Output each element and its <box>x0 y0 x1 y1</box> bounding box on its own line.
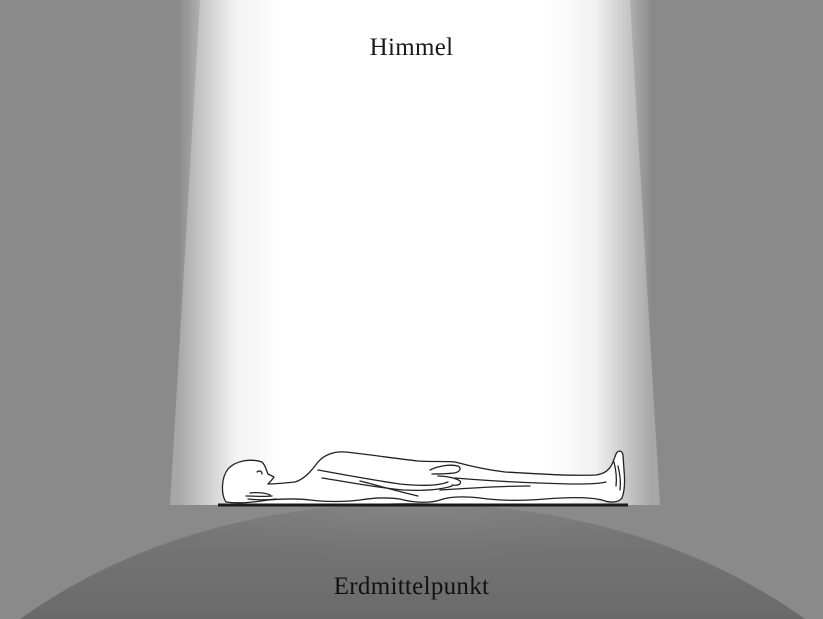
light-beam-glow <box>170 0 660 505</box>
sky-label: Himmel <box>0 35 823 60</box>
earth-center-label: Erdmittelpunkt <box>0 574 823 599</box>
